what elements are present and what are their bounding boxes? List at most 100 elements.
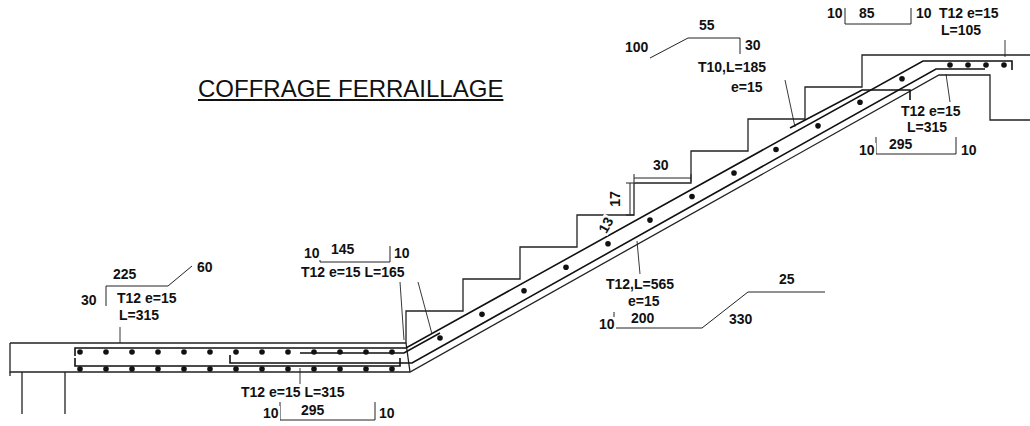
rebar-dot xyxy=(731,170,737,176)
formwork-outline xyxy=(10,55,1030,414)
rebar-dot xyxy=(773,147,779,153)
main-bar xyxy=(230,69,985,363)
bar-shape xyxy=(106,266,192,306)
rebar-dot xyxy=(899,76,905,82)
rebar-dot xyxy=(1001,62,1007,68)
leader-lines xyxy=(120,40,1005,384)
rebar-dot xyxy=(233,366,239,372)
rebar-dot xyxy=(815,123,821,129)
leader-line xyxy=(400,282,432,340)
rebar-dot xyxy=(437,335,443,341)
dimension-label: e=15 xyxy=(627,294,661,308)
dimension-label: 17 xyxy=(608,190,622,208)
dimension-label: L=315 xyxy=(118,308,160,322)
dimension-label: 55 xyxy=(698,18,716,32)
dimension-label: T12 e=15 L=165 xyxy=(300,265,406,279)
dimension-label: T12 e=15 xyxy=(900,104,962,118)
dimension-label: 10 xyxy=(393,246,411,260)
dimension-label: T10,L=185 xyxy=(697,60,767,74)
tread-dimension xyxy=(634,174,691,182)
dimension-label: 145 xyxy=(330,242,355,256)
rebar-dot xyxy=(77,366,83,372)
dimension-label: 10 xyxy=(303,246,321,260)
dimension-label: T12,L=565 xyxy=(605,277,675,291)
dimension-label: 60 xyxy=(196,260,214,274)
rebar-dot xyxy=(363,349,369,355)
rebar-dot xyxy=(857,100,863,106)
rebar-dot xyxy=(337,366,343,372)
dimension-label: L=105 xyxy=(940,23,982,37)
rebar-dot xyxy=(521,288,527,294)
dimension-label: 10 xyxy=(598,317,616,331)
rebar-dot xyxy=(181,349,187,355)
dimension-label: 30 xyxy=(652,158,670,172)
dimension-label: 25 xyxy=(778,272,796,286)
support-wall xyxy=(10,372,65,414)
rebar-dot xyxy=(311,366,317,372)
dimension-label: 10 xyxy=(915,6,933,20)
dimension-label: T12 e=15 L=315 xyxy=(240,385,346,399)
rebar-dot xyxy=(285,366,291,372)
rebar-dot xyxy=(207,366,213,372)
leader-line xyxy=(637,241,640,274)
rebar-dot xyxy=(389,349,395,355)
rebar-dot xyxy=(103,366,109,372)
dimension-label: T12 e=15 xyxy=(116,291,178,305)
dimension-label: 200 xyxy=(630,311,655,325)
stair-soffit xyxy=(10,75,1030,372)
bottom-landing-bar xyxy=(75,358,400,366)
junction-bar xyxy=(300,333,440,353)
rebar-dot xyxy=(285,349,291,355)
rebar-dot xyxy=(77,349,83,355)
rebar-dot xyxy=(965,62,971,68)
distribution-bars xyxy=(77,62,1007,372)
dimension-label: 295 xyxy=(300,403,325,417)
bar-shape xyxy=(650,38,740,58)
upper-junction-bar xyxy=(790,90,910,128)
dimension-label: L=315 xyxy=(906,120,948,134)
rebar-dot xyxy=(605,241,611,247)
rebar-dot xyxy=(207,349,213,355)
drawing-title: COFFRAGE FERRAILLAGE xyxy=(198,76,503,102)
dimension-label: 100 xyxy=(624,40,649,54)
dimension-label: 10 xyxy=(826,6,844,20)
bar-shape xyxy=(876,137,956,154)
rebar-dot xyxy=(983,62,989,68)
rebar-dot xyxy=(259,366,265,372)
dimension-label: 225 xyxy=(112,267,137,281)
leader-line xyxy=(946,74,950,102)
bar-shape xyxy=(614,292,825,328)
dimension-label: 330 xyxy=(728,312,753,326)
rebar-dot xyxy=(311,349,317,355)
leader-line xyxy=(785,80,795,127)
dimension-label: 85 xyxy=(858,6,876,20)
bar-shape-sketches xyxy=(106,8,956,420)
rebar-dot xyxy=(129,349,135,355)
rebar-dot xyxy=(689,194,695,200)
dimension-label: 10 xyxy=(262,406,280,420)
rebar-dot xyxy=(155,349,161,355)
rebar-dot xyxy=(103,349,109,355)
dimension-label: 10 xyxy=(960,143,978,157)
rebar-dot xyxy=(389,366,395,372)
rebar-dot xyxy=(181,366,187,372)
dimension-label: T12 e=15 xyxy=(938,6,1000,20)
rebar-dot xyxy=(363,366,369,372)
dimension-label: e=15 xyxy=(730,80,764,94)
riser-dimension xyxy=(626,183,634,215)
rebar-dot xyxy=(563,264,569,270)
dimension-label: 10 xyxy=(858,143,876,157)
rebar-dot xyxy=(233,349,239,355)
bar-shape xyxy=(845,8,911,24)
stair-top-surface xyxy=(10,55,1030,343)
dimension-label: 30 xyxy=(744,38,762,52)
dimension-label: 295 xyxy=(888,137,913,151)
bar-shape xyxy=(280,402,375,420)
rebar-dot xyxy=(337,349,343,355)
leader-line xyxy=(300,368,301,384)
rebar-dot xyxy=(647,217,653,223)
rebars xyxy=(75,61,1012,366)
rebar-dot xyxy=(479,312,485,318)
dimension-label: 30 xyxy=(80,293,98,307)
